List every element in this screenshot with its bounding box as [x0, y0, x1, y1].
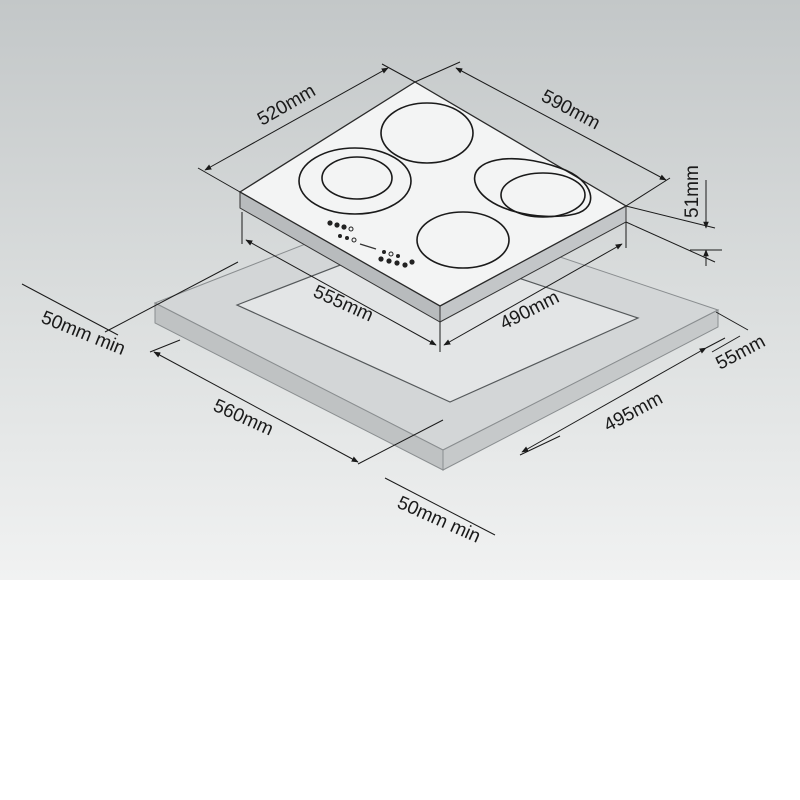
extension-line — [715, 311, 749, 331]
control-button — [334, 222, 340, 228]
dim-line-555 — [245, 239, 437, 346]
extension-line — [197, 167, 241, 193]
control-button — [396, 254, 400, 258]
control-button — [348, 226, 354, 232]
control-button — [338, 234, 342, 238]
control-button — [386, 258, 392, 264]
extension-line — [357, 419, 444, 465]
control-button — [341, 224, 347, 230]
extension-line — [625, 205, 716, 229]
extension-line — [625, 177, 671, 207]
label-hob-height: 51mm — [682, 165, 703, 218]
control-button — [382, 250, 386, 254]
control-button — [345, 236, 349, 240]
dim-line-55 — [711, 335, 741, 353]
extension-line — [414, 61, 461, 83]
dimension-lines — [21, 61, 749, 536]
control-button — [409, 259, 415, 265]
dim-line-520 — [204, 67, 389, 171]
control-button — [327, 220, 333, 226]
control-button — [378, 256, 384, 262]
control-button — [394, 260, 400, 266]
extension-line — [104, 261, 239, 333]
dim-line-590 — [455, 67, 667, 181]
extension-line — [21, 283, 119, 336]
extension-line — [149, 339, 181, 353]
extension-line — [381, 63, 416, 83]
extension-line — [625, 221, 716, 263]
dim-line-560 — [153, 351, 359, 463]
dim-line-490 — [443, 243, 623, 346]
extension-line — [384, 477, 496, 536]
control-button — [402, 262, 408, 268]
extension-line — [705, 337, 726, 349]
dim-line-495 — [521, 347, 707, 453]
hob-dimension-diagram: 520mm 590mm 51mm 555mm 490mm 50mm min 56… — [0, 0, 800, 580]
